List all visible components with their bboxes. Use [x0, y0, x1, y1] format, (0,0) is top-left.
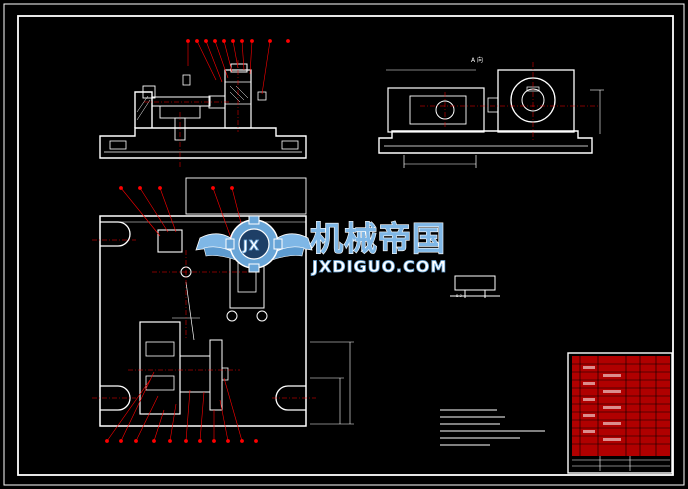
title-block: [567, 352, 673, 474]
side-view-centerlines: [420, 62, 598, 140]
side-view-label: A 向: [471, 56, 483, 64]
front-view-centerlines: [144, 60, 239, 168]
front-view-balloons: [186, 39, 290, 95]
side-view: [378, 69, 604, 168]
watermark-logo-letters: JX: [242, 239, 260, 254]
watermark-title: 机械帝国: [310, 219, 446, 258]
watermark-logo: [195, 215, 313, 273]
watermark-url: JXDIGUO.COM: [311, 257, 447, 276]
detail-view: [450, 275, 500, 298]
technical-notes: [440, 409, 545, 446]
plan-view-centerlines: [92, 239, 316, 399]
front-view: [99, 63, 307, 159]
detail-view-label: B-3: [456, 294, 462, 298]
drawing-frame: [3, 3, 685, 486]
